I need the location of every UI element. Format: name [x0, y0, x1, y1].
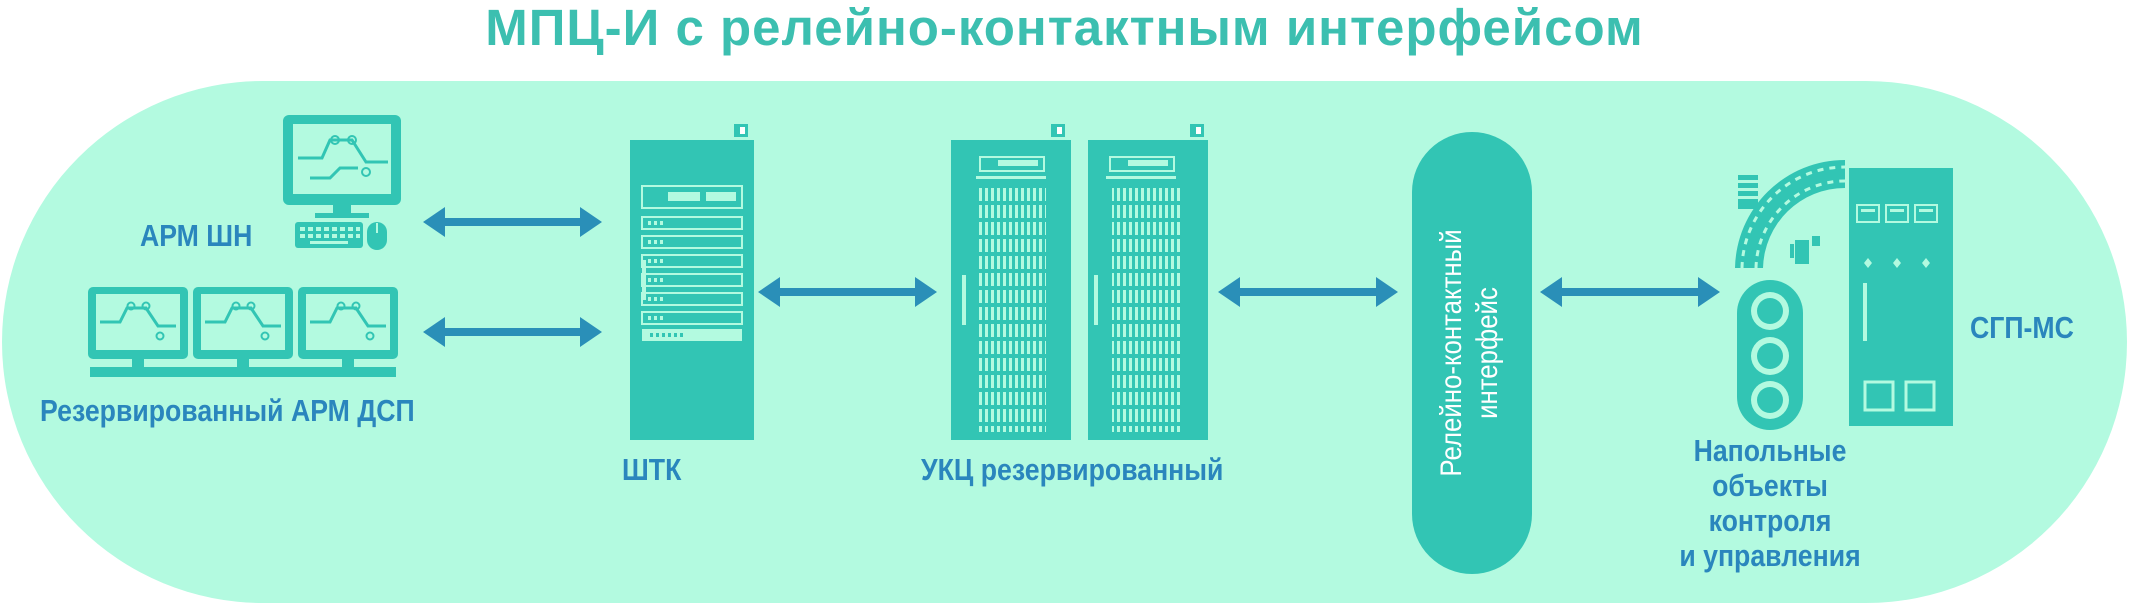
relay-cabinet-icon	[1088, 124, 1208, 440]
sgp-label: СГП-МС	[1970, 310, 2074, 345]
monitor-icon	[298, 287, 398, 368]
arm-shn-label: АРМ ШН	[140, 218, 253, 253]
relay-interface-line2: интерфейс	[1471, 287, 1504, 419]
server-rack-icon	[630, 124, 754, 440]
relay-interface-line1: Релейно-контактный	[1435, 229, 1468, 477]
double-arrow-icon	[758, 277, 937, 307]
floor-objects-label: Напольные объекты контроля и управления	[1658, 433, 1882, 573]
double-arrow-icon	[1540, 277, 1720, 307]
control-cabinet-icon	[1849, 168, 1953, 426]
switch-machine-icon	[1735, 160, 1846, 269]
shtk-label: ШТК	[622, 452, 682, 487]
floor-objects-line1: Напольные	[1693, 433, 1847, 468]
page-title: МПЦ-И с релейно-контактным интерфейсом	[485, 0, 1644, 56]
double-arrow-icon	[1218, 277, 1398, 307]
desk-stand	[90, 367, 396, 377]
traffic-light-icon	[1737, 280, 1803, 430]
relay-cabinet-icon	[951, 124, 1071, 440]
floor-objects-line3: контроля	[1708, 503, 1832, 538]
monitor-icon	[193, 287, 293, 368]
double-arrow-icon	[423, 207, 602, 237]
relay-interface-block: Релейно-контактный интерфейс	[1412, 132, 1532, 574]
relay-interface-label: Релейно-контактный интерфейс	[1434, 211, 1510, 495]
arm-dsp-workstation	[88, 287, 398, 377]
arm-dsp-label: Резервированный АРМ ДСП	[40, 393, 415, 428]
monitor-icon	[88, 287, 188, 368]
monitor-icon	[283, 115, 401, 218]
floor-objects-line2: объекты	[1712, 468, 1828, 503]
floor-objects-line4: и управления	[1679, 538, 1861, 573]
arm-shn-workstation	[283, 115, 401, 250]
double-arrow-icon	[423, 317, 602, 347]
mouse-icon	[367, 222, 387, 250]
ukc-label: УКЦ резервированный	[921, 452, 1224, 487]
keyboard-icon	[295, 222, 363, 248]
